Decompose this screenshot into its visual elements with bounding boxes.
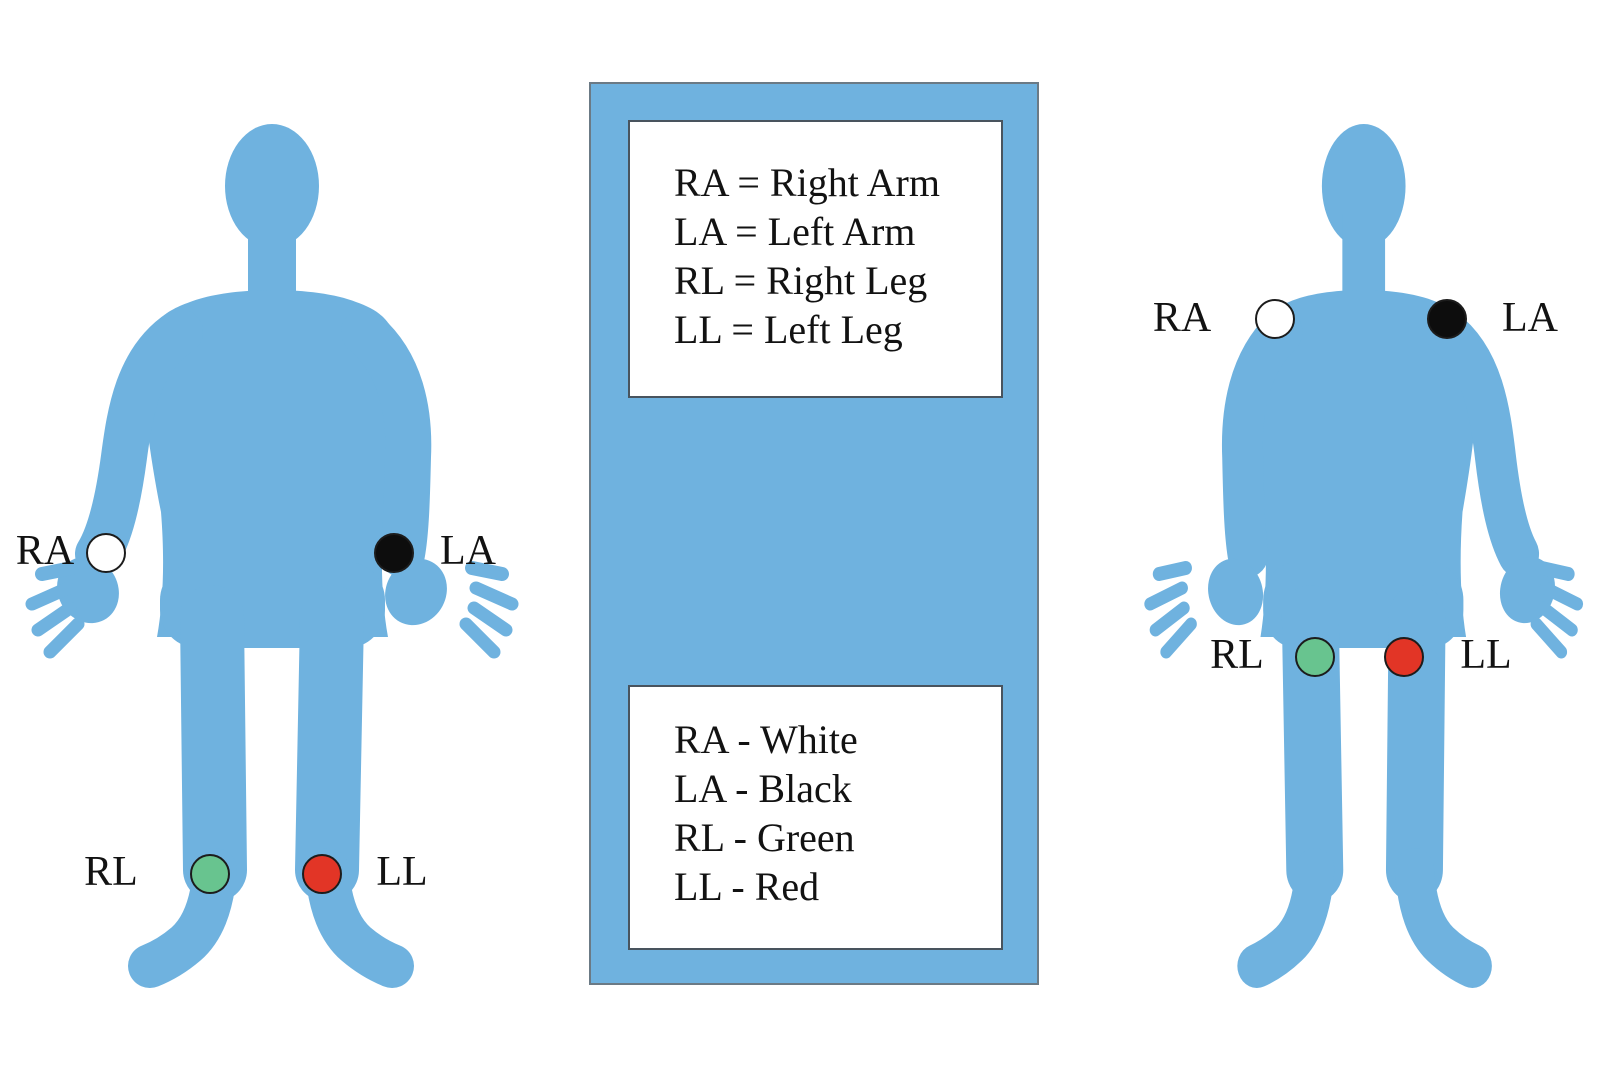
legend-color-line: RL - Green <box>674 815 855 860</box>
la-electrode-left-figure <box>374 533 414 573</box>
ll-electrode-right-figure <box>1384 637 1424 677</box>
legend-color-line: RA - White <box>674 717 858 762</box>
legend-definition-line: RA = Right Arm <box>674 160 940 205</box>
ra-electrode-left-figure <box>86 533 126 573</box>
rl-electrode-right-figure <box>1295 637 1335 677</box>
color-legend-box: RA - White LA - Black RL - Green LL - Re… <box>628 685 1003 950</box>
legend-definition-line: RL = Right Leg <box>674 258 928 303</box>
ra-label-right-figure: RA <box>1152 295 1212 341</box>
ll-label-left-figure: LL <box>376 849 428 895</box>
la-label-left-figure: LA <box>440 528 496 574</box>
legend-color-line: LL - Red <box>674 864 820 909</box>
legend-definition-line: LL = Left Leg <box>674 307 903 352</box>
ll-label-right-figure: LL <box>1460 632 1512 678</box>
ra-label-left-figure: RA <box>15 528 75 574</box>
rl-electrode-left-figure <box>190 854 230 894</box>
la-electrode-right-figure <box>1427 299 1467 339</box>
legend-color-line: LA - Black <box>674 766 852 811</box>
abbreviation-legend-box: RA = Right Arm LA = Left Arm RL = Right … <box>628 120 1003 398</box>
ra-electrode-right-figure <box>1255 299 1295 339</box>
legend-definition-line: LA = Left Arm <box>674 209 916 254</box>
la-label-right-figure: LA <box>1502 295 1558 341</box>
rl-label-right-figure: RL <box>1210 632 1264 678</box>
right-body-silhouette <box>1150 124 1577 966</box>
ll-electrode-left-figure <box>302 854 342 894</box>
rl-label-left-figure: RL <box>84 849 138 895</box>
